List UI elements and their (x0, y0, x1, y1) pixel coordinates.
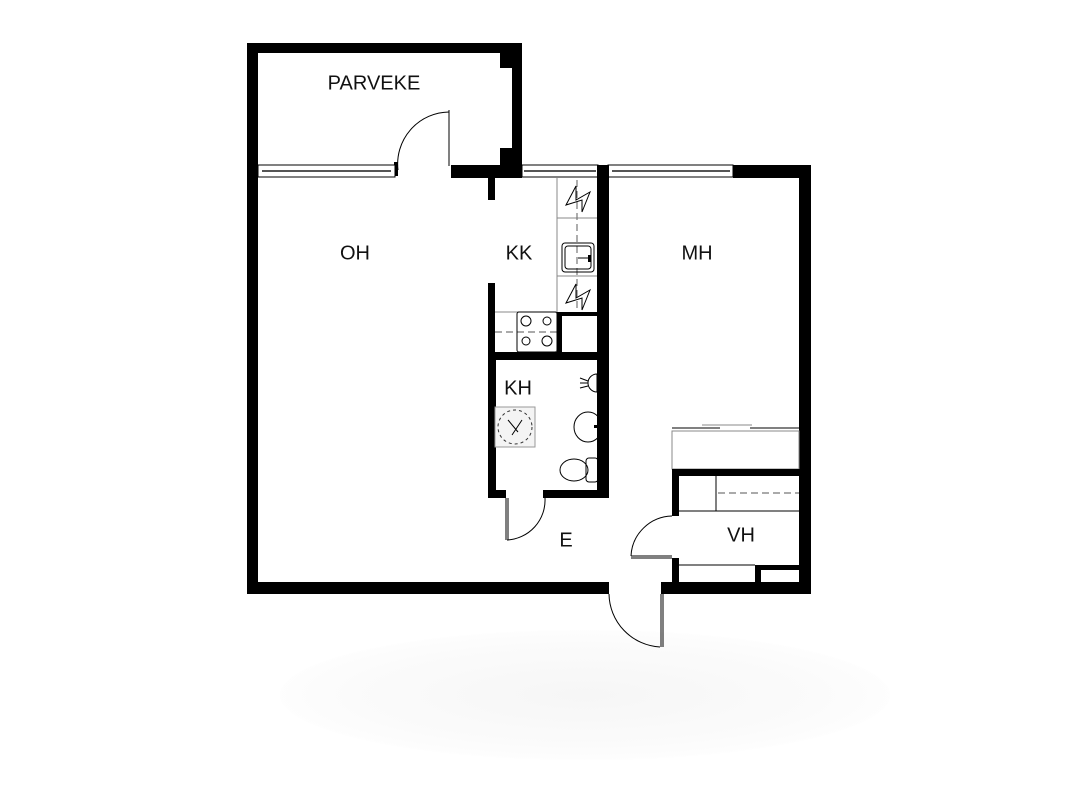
mirror-light-icon (587, 373, 598, 393)
floor-shadow (280, 630, 890, 760)
room-label-parveke: PARVEKE (327, 72, 421, 95)
entrance-door-swing (608, 593, 661, 648)
window-mh (607, 164, 734, 178)
shower-drain-icon (497, 409, 533, 445)
room-label-kh: KH (504, 377, 532, 400)
room-label-kk: KK (505, 242, 533, 265)
room-label-e: E (559, 529, 573, 552)
balcony-walls (247, 43, 522, 593)
wardrobe (671, 424, 800, 470)
room-label-vh: VH (727, 524, 755, 547)
balcony-door-swing (397, 111, 450, 171)
bathroom-fixtures (494, 373, 603, 483)
fridge-icon (564, 185, 591, 213)
window-kk (521, 164, 599, 178)
bathroom-door-swing (506, 497, 546, 541)
room-label-mh: MH (681, 242, 713, 265)
kitchen-counter (556, 178, 597, 312)
washbasin-icon (573, 411, 603, 443)
toilet-icon (559, 458, 589, 482)
room-label-oh: OH (340, 242, 370, 265)
stove-icon (516, 311, 558, 353)
window-oh (257, 164, 396, 178)
dishwasher-icon (564, 283, 591, 311)
sink-icon (561, 242, 595, 273)
closet-door-swing (630, 515, 673, 557)
